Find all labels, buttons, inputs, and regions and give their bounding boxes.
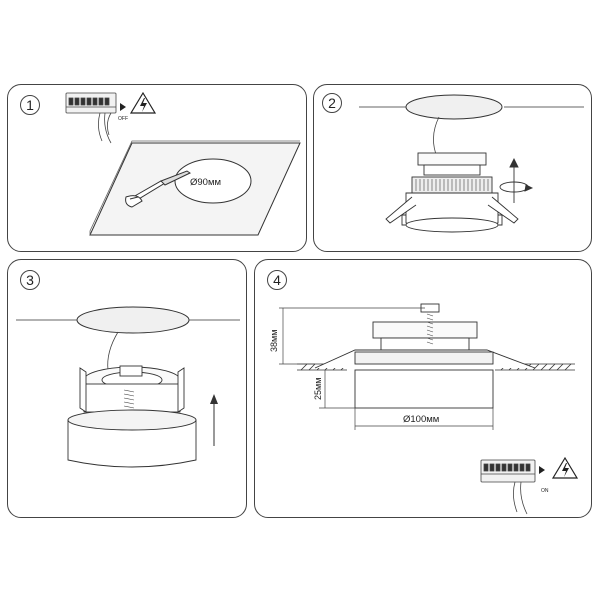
switch-off-label: OFF <box>118 116 128 122</box>
lamp-fixture <box>385 152 519 233</box>
on-arrow-icon <box>539 466 545 474</box>
step-4-illustration: 38мм 25мм Ø100мм ON <box>269 303 579 515</box>
high-voltage-icon <box>551 456 579 479</box>
ceiling-hole <box>405 94 503 120</box>
ceiling-hole <box>76 306 190 334</box>
depth-dimension-label: 25мм <box>313 378 323 400</box>
lamp-fixture <box>67 365 197 468</box>
rotate-icon <box>499 157 534 203</box>
step-3-panel: 3 <box>7 259 247 518</box>
step-1-number: 1 <box>20 95 40 115</box>
step-1-panel: 1 OFF Ø90мм <box>7 84 307 252</box>
step-4-panel: 4 <box>254 259 592 518</box>
step-3-illustration <box>16 306 240 468</box>
step-2-illustration <box>359 94 584 233</box>
switch-on-label: ON <box>541 488 549 494</box>
up-arrow-icon <box>210 394 218 446</box>
step-1-illustration: OFF Ø90мм <box>65 91 301 236</box>
height-dimension-label: 38мм <box>269 330 279 352</box>
diameter-dimension-label: Ø100мм <box>403 414 439 425</box>
step-3-number: 3 <box>20 270 40 290</box>
high-voltage-icon <box>129 91 157 114</box>
off-arrow-icon <box>120 103 126 111</box>
dimension-lines <box>279 307 494 430</box>
breaker-switch-icon <box>65 92 117 144</box>
step-4-number: 4 <box>267 270 287 290</box>
lamp-fixture <box>314 303 536 409</box>
step-2-panel: 2 <box>313 84 592 252</box>
hole-diameter-label: Ø90мм <box>190 177 221 188</box>
step-2-number: 2 <box>322 93 342 113</box>
hole-circle <box>174 158 252 204</box>
keyhole-saw-icon <box>125 170 192 208</box>
breaker-switch-icon <box>480 459 536 515</box>
power-wire <box>107 331 119 371</box>
